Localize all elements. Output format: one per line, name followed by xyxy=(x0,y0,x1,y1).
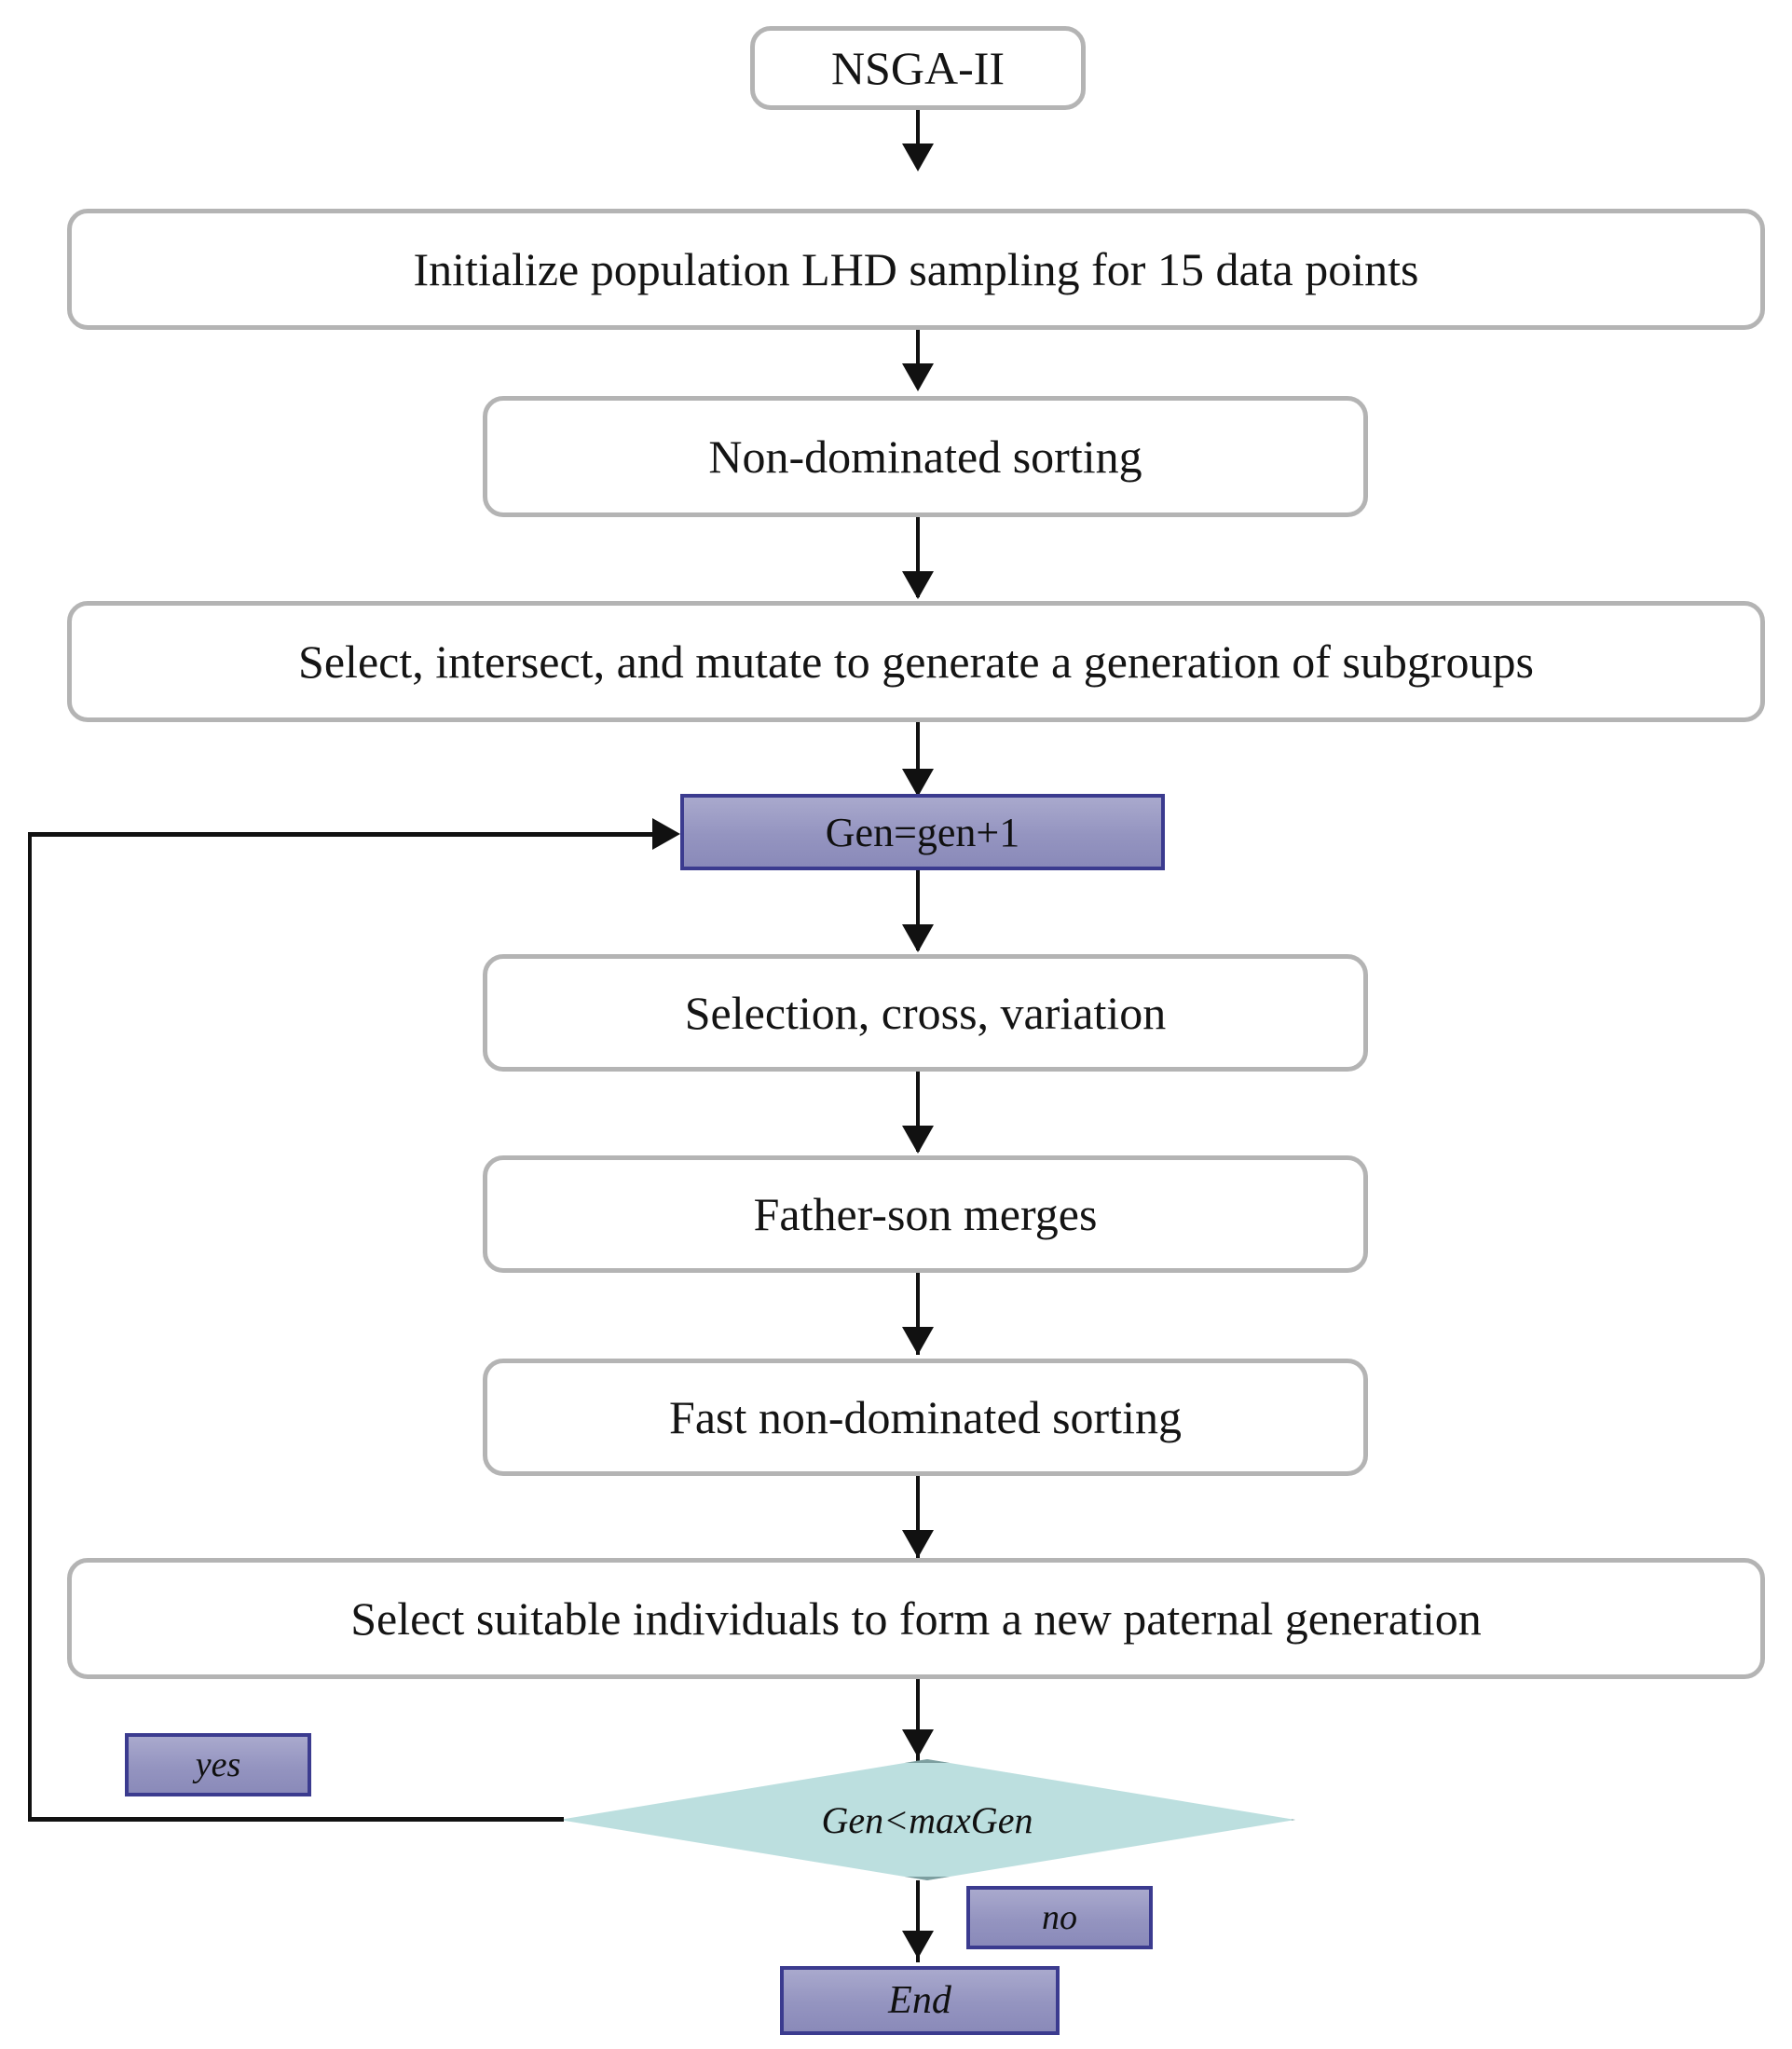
loop-bottom-segment xyxy=(28,1817,564,1822)
arrowhead-gen-to-selection xyxy=(902,924,934,952)
node-end-label: End xyxy=(888,1979,951,2022)
node-selection-cross-variation-label: Selection, cross, variation xyxy=(684,986,1167,1039)
arrowhead-selection-to-merges xyxy=(902,1126,934,1154)
arrowhead-select-to-gen xyxy=(902,769,934,797)
node-nondominated-sorting-label: Non-dominated sorting xyxy=(708,430,1142,483)
arrowhead-loop-to-gen xyxy=(652,818,680,850)
arrowhead-initialize-to-sorting xyxy=(902,363,934,391)
connector-decision-to-end xyxy=(916,1880,920,1962)
label-no-text: no xyxy=(1042,1898,1077,1937)
node-start[interactable]: NSGA-II xyxy=(750,26,1086,110)
connector-merges-to-fastsorting xyxy=(916,1273,920,1355)
connector-select-to-gen xyxy=(916,722,920,799)
label-yes: yes xyxy=(125,1733,311,1796)
connector-gen-to-selection xyxy=(916,870,920,950)
connector-selection-to-merges xyxy=(916,1072,920,1152)
arrowhead-start-to-initialize xyxy=(902,143,934,171)
node-selection-cross-variation[interactable]: Selection, cross, variation xyxy=(483,954,1368,1072)
node-initialize[interactable]: Initialize population LHD sampling for 1… xyxy=(67,209,1765,330)
node-nondominated-sorting[interactable]: Non-dominated sorting xyxy=(483,396,1368,517)
label-no: no xyxy=(966,1886,1153,1949)
node-gen-increment[interactable]: Gen=gen+1 xyxy=(680,794,1165,870)
loop-top-segment xyxy=(28,832,654,837)
node-fast-nondominated-sorting[interactable]: Fast non-dominated sorting xyxy=(483,1359,1368,1476)
node-start-label: NSGA-II xyxy=(830,41,1005,94)
node-end[interactable]: End xyxy=(780,1966,1060,2035)
node-initialize-label: Initialize population LHD sampling for 1… xyxy=(413,242,1419,295)
connector-fastsorting-to-selectsuitable xyxy=(916,1476,920,1562)
arrowhead-sorting-to-select xyxy=(902,571,934,599)
node-select-suitable-label: Select suitable individuals to form a ne… xyxy=(350,1591,1482,1645)
node-select-suitable[interactable]: Select suitable individuals to form a ne… xyxy=(67,1558,1765,1679)
connector-sorting-to-select xyxy=(916,517,920,597)
label-yes-text: yes xyxy=(195,1745,241,1784)
arrowhead-merges-to-fastsorting xyxy=(902,1327,934,1355)
connector-initialize-to-sorting xyxy=(916,330,920,388)
node-father-son-merges-label: Father-son merges xyxy=(753,1187,1098,1240)
node-decision-label: Gen<maxGen xyxy=(821,1798,1033,1841)
node-gen-increment-label: Gen=gen+1 xyxy=(825,809,1020,855)
connector-selectsuitable-to-decision xyxy=(916,1679,920,1763)
node-father-son-merges[interactable]: Father-son merges xyxy=(483,1155,1368,1273)
node-select-intersect-mutate-label: Select, intersect, and mutate to generat… xyxy=(298,635,1534,688)
loop-left-segment xyxy=(28,832,32,1820)
arrowhead-selectsuitable-to-decision xyxy=(902,1729,934,1757)
arrowhead-decision-to-end xyxy=(902,1931,934,1959)
node-decision[interactable]: Gen<maxGen xyxy=(559,1759,1295,1880)
arrowhead-fastsorting-to-selectsuitable xyxy=(902,1530,934,1558)
connector-start-to-initialize xyxy=(916,110,920,155)
node-fast-nondominated-sorting-label: Fast non-dominated sorting xyxy=(669,1390,1182,1443)
node-select-intersect-mutate[interactable]: Select, intersect, and mutate to generat… xyxy=(67,601,1765,722)
